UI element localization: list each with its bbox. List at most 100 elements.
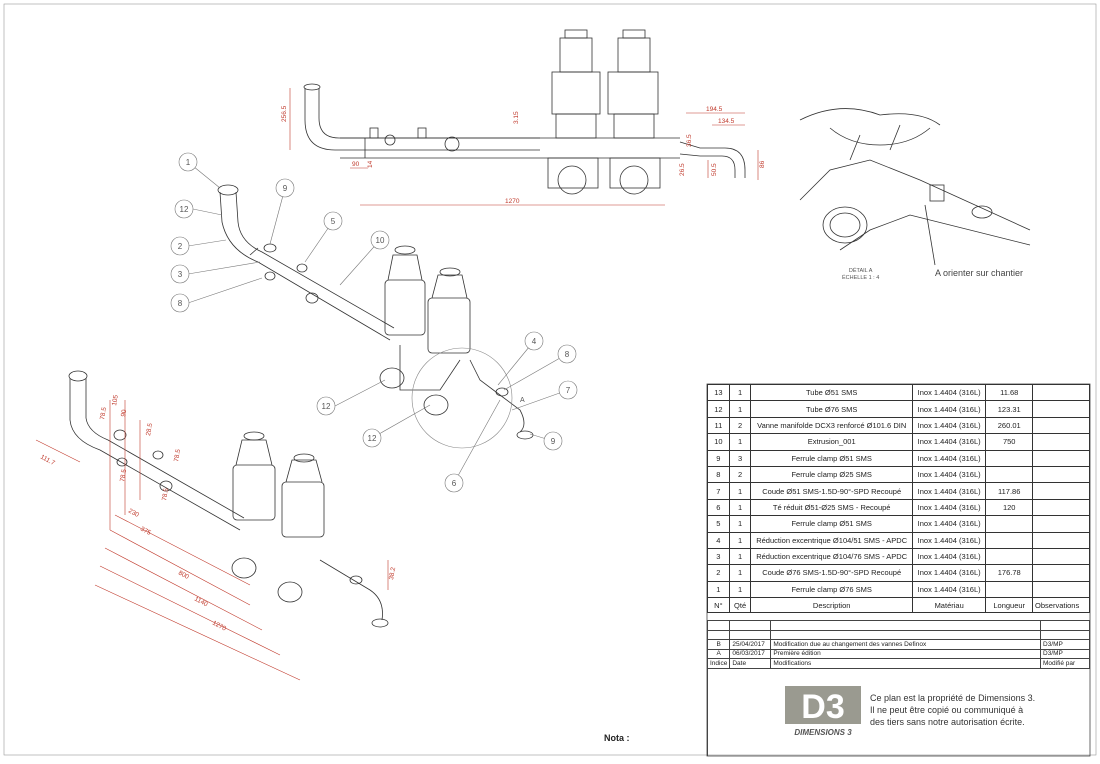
detail-a-line2: ÉCHELLE 1 : 4 xyxy=(842,275,880,281)
bom-cell-m: Inox 1.4404 (316L) xyxy=(911,383,987,402)
dim-label: 800 xyxy=(177,570,190,581)
bom-cell-q: 1 xyxy=(728,498,752,517)
header-length: Longueur xyxy=(985,597,1034,614)
legal-line: Ce plan est la propriété de Dimensions 3… xyxy=(870,693,1036,703)
rev-date: 25/04/2017 xyxy=(729,639,772,650)
balloon-label: 3 xyxy=(178,270,183,279)
dim-label: 50.5 xyxy=(711,163,718,176)
rev-by: D3/MP xyxy=(1040,648,1090,659)
bom-cell-n: 8 xyxy=(707,465,730,484)
dim-label: 3.15 xyxy=(513,111,520,124)
bom-cell-n: 2 xyxy=(707,564,730,582)
bom-cell-d: Réduction excentrique Ø104/76 SMS - APDC xyxy=(750,547,913,566)
bom-cell-l: 123.31 xyxy=(985,400,1034,418)
bom-cell-d: Ferrule clamp Ø25 SMS xyxy=(750,465,913,484)
bom-header-row: N° Qté Description Matériau Longueur Obs… xyxy=(707,597,1090,614)
bom-cell-d: Coude Ø51 SMS-1.5D-90°-SPD Recoupé xyxy=(750,482,913,500)
balloon-label: 6 xyxy=(452,479,457,488)
bom-cell-m: Inox 1.4404 (316L) xyxy=(911,482,987,500)
dim-label: 111.7 xyxy=(39,454,56,468)
nota-label: Nota : xyxy=(604,733,630,743)
bom-cell-q: 1 xyxy=(728,531,752,549)
bom-cell-d: Tube Ø51 SMS xyxy=(750,383,913,402)
bom-cell-o xyxy=(1032,515,1090,533)
dim-label: 26.5 xyxy=(679,163,686,176)
balloon-label: 8 xyxy=(565,350,570,359)
dim-label: 105 xyxy=(111,394,120,406)
dim-label: 1270 xyxy=(211,620,227,633)
rev-index: A xyxy=(706,648,731,659)
header-n: N° xyxy=(707,597,730,614)
iso-lower-dimensions xyxy=(35,400,389,681)
header-qty: Qté xyxy=(728,597,752,614)
dim-label: 375 xyxy=(139,526,152,537)
dim-label: 1140 xyxy=(193,596,209,609)
dim-label: 14 xyxy=(367,160,374,168)
dim-label: 38.2 xyxy=(388,566,397,580)
rev-header-date: Date xyxy=(729,658,772,669)
iso-lower-dimension-labels: 111.7 78.5 105 90 28.5 78.5 78.5 78.5 23… xyxy=(39,394,397,633)
legal-line: des tiers sans notre autorisation écrite… xyxy=(870,717,1025,727)
balloons xyxy=(170,152,578,493)
bom-cell-d: Réduction excentrique Ø104/51 SMS - APDC xyxy=(750,531,913,549)
balloon-label: 10 xyxy=(376,236,385,245)
top-view-dimensions xyxy=(289,88,759,206)
bom-cell-n: 3 xyxy=(707,547,730,566)
section-a-label: A xyxy=(520,397,525,404)
bom-cell-m: Inox 1.4404 (316L) xyxy=(911,580,987,599)
legal-line: Il ne peut être copié ou communiqué à xyxy=(870,705,1024,715)
revision-header-row: Indice Date Modifications Modifié par xyxy=(706,658,1090,669)
bom-cell-l: 120 xyxy=(985,498,1034,517)
bom-cell-o xyxy=(1032,564,1090,582)
bom-cell-n: 5 xyxy=(707,515,730,533)
bom-cell-l: 117.86 xyxy=(985,482,1034,500)
dim-label: 28.5 xyxy=(145,422,154,436)
balloon-label: 4 xyxy=(532,337,537,346)
bom-cell-n: 6 xyxy=(707,498,730,517)
bom-cell-o xyxy=(1032,482,1090,500)
bom-cell-q: 2 xyxy=(728,416,752,435)
bom-cell-o xyxy=(1032,547,1090,566)
dim-label: 86 xyxy=(759,160,766,168)
bom-cell-q: 1 xyxy=(728,564,752,582)
balloon-label: 12 xyxy=(368,434,377,443)
bom-cell-o xyxy=(1032,400,1090,418)
dim-label: 134.5 xyxy=(718,118,735,125)
rev-text: Modification due au changement des vanne… xyxy=(770,639,1041,650)
balloon-label: 9 xyxy=(551,437,556,446)
balloon-label: 1 xyxy=(186,158,191,167)
dim-label: 90 xyxy=(352,161,360,168)
iso-view-center xyxy=(217,184,534,449)
balloon-label: 7 xyxy=(566,386,571,395)
detail-a-view xyxy=(799,108,1031,266)
bom-cell-o xyxy=(1032,531,1090,549)
rev-date: 06/03/2017 xyxy=(729,648,772,659)
bom-cell-n: 13 xyxy=(707,383,730,402)
header-observations: Observations xyxy=(1032,597,1090,614)
bom-cell-q: 3 xyxy=(728,449,752,467)
bom-cell-q: 1 xyxy=(728,580,752,599)
bom-cell-d: Ferrule clamp Ø76 SMS xyxy=(750,580,913,599)
bom-cell-q: 1 xyxy=(728,383,752,402)
rev-text: Première édition xyxy=(770,648,1041,659)
bom-cell-o xyxy=(1032,498,1090,517)
dim-label: 230 xyxy=(127,508,140,519)
bom-cell-n: 9 xyxy=(707,449,730,467)
bom-cell-m: Inox 1.4404 (316L) xyxy=(911,449,987,467)
bom-cell-l: 176.78 xyxy=(985,564,1034,582)
dim-label: 78.5 xyxy=(173,448,182,462)
bom-cell-l xyxy=(985,515,1034,533)
bom-cell-o xyxy=(1032,433,1090,451)
rev-header-index: Indice xyxy=(706,658,731,669)
dim-label: 78.5 xyxy=(99,406,108,420)
bom-cell-l xyxy=(985,580,1034,599)
revision-row: B 25/04/2017 Modification due au changem… xyxy=(706,639,1090,650)
bom-cell-m: Inox 1.4404 (316L) xyxy=(911,433,987,451)
